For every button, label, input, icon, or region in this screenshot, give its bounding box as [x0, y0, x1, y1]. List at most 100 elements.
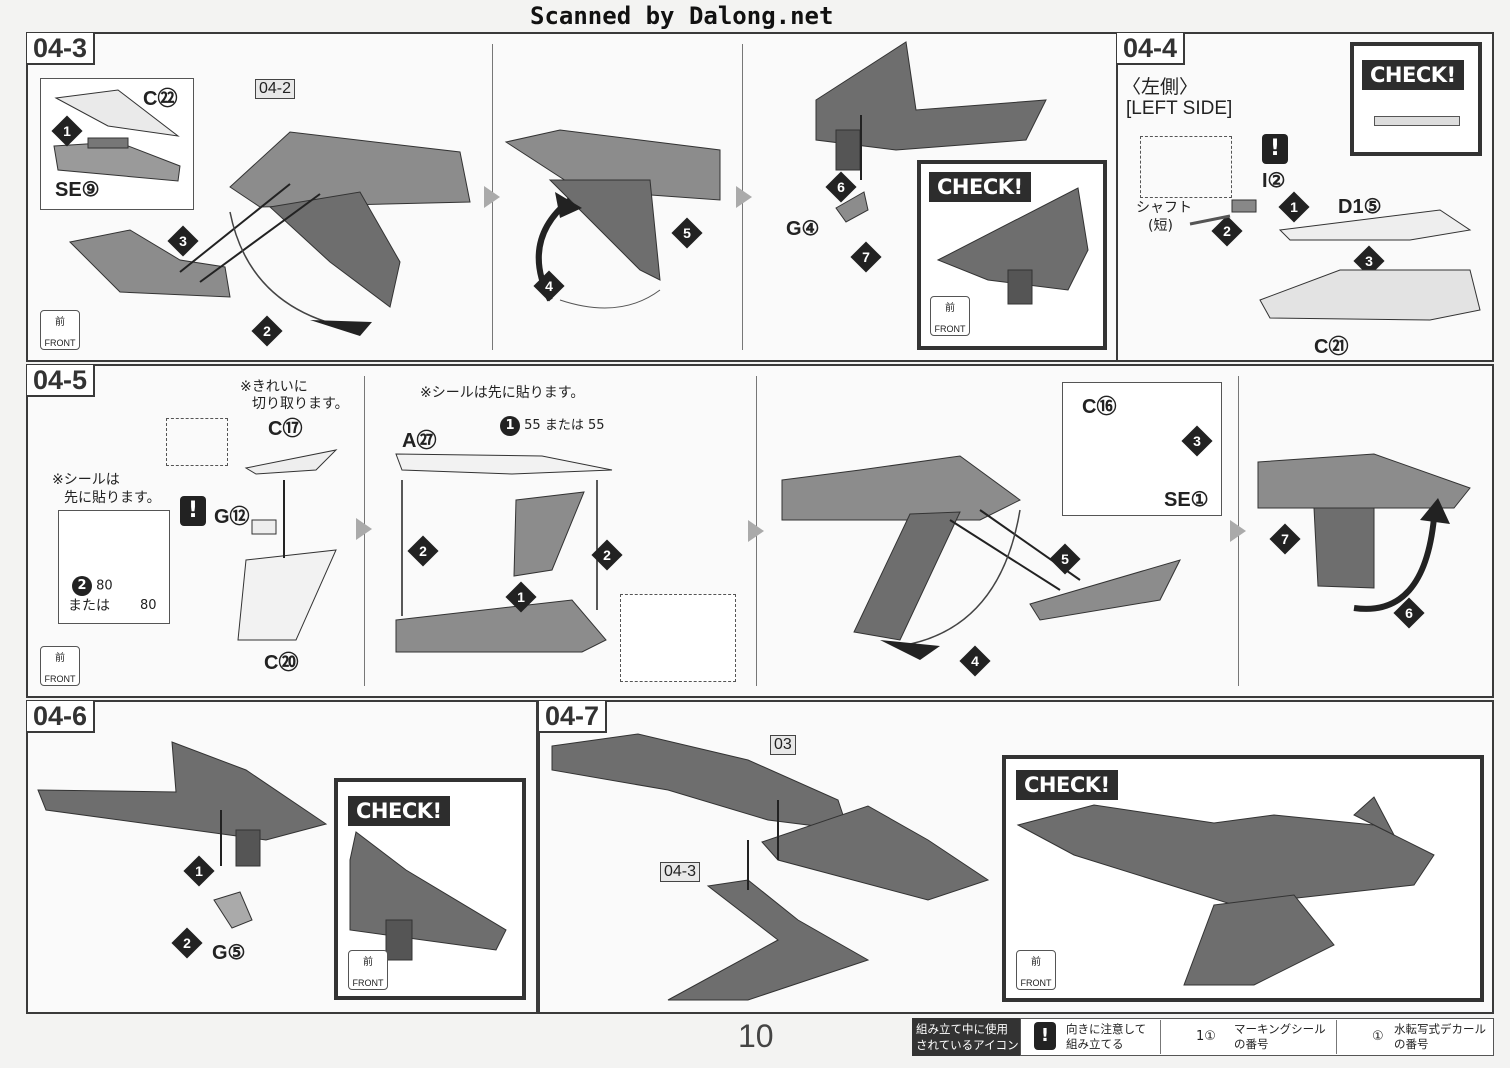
ref-tag-03: 03: [770, 735, 796, 755]
step-7: 7: [1269, 523, 1301, 555]
part-c17: C⑰: [268, 418, 303, 440]
fuselage-side-illustration: [1189, 199, 1481, 321]
step-1: 1: [183, 855, 215, 887]
check-badge: CHECK!: [929, 172, 1031, 202]
check-shaft-illustration: [1374, 116, 1460, 126]
divider: [1160, 1020, 1161, 1054]
divider: [1336, 1020, 1337, 1054]
sticker-ref-a: 2 80: [72, 576, 113, 596]
step-3: 3: [167, 225, 199, 257]
step-6: 6: [825, 171, 857, 203]
legend-marking-num: 1①: [1196, 1029, 1216, 1044]
legend-marking-2: の番号: [1234, 1037, 1269, 1051]
part-se9: SE⑨: [55, 179, 100, 201]
or-label: または: [68, 598, 110, 614]
part-se1: SE①: [1164, 489, 1209, 511]
seal-note-1: ※シールは: [52, 472, 120, 488]
tail-unit-illustration: [815, 41, 1047, 223]
seal-note-2: 先に貼ります。: [64, 490, 161, 506]
step-1: 1: [505, 581, 537, 613]
part-g12: G⑫: [214, 506, 250, 528]
section-label-04-4: 04-4: [1117, 33, 1186, 65]
detail-box: [620, 594, 736, 682]
caution-icon: !: [1262, 134, 1288, 164]
next-step-arrow: [356, 518, 372, 540]
sticker-ref-b: 80: [140, 598, 157, 613]
wing-bottom-illustration: [395, 453, 613, 653]
detail-box: [1140, 136, 1232, 198]
page-number: 10: [738, 1018, 774, 1054]
legend-caution-1: 向きに注意して: [1066, 1022, 1147, 1036]
legend-decal-1: 水転写式デカール: [1394, 1022, 1486, 1036]
legend-box: [1020, 1018, 1494, 1056]
wing-fold-illustration: [504, 129, 721, 309]
step-3: 3: [1181, 425, 1213, 457]
section-label-04-5: 04-5: [27, 365, 96, 397]
sticker-ref-c: 1 55 または 55: [500, 414, 605, 436]
cut-note-1: ※きれいに: [240, 379, 308, 395]
wing-panel-illustration: [237, 449, 338, 641]
scan-credit: Scanned by Dalong.net: [530, 2, 834, 30]
shaft-size-label: (短): [1148, 218, 1173, 234]
seal-first-note: ※シールは先に貼ります。: [420, 385, 585, 401]
side-label-en: [LEFT SIDE]: [1126, 98, 1233, 119]
section-label-04-3: 04-3: [27, 33, 96, 65]
part-a27: A㉗: [402, 430, 437, 452]
legend-title: 組み立て中に使用 されているアイコン: [912, 1018, 1020, 1056]
caution-icon: !: [180, 496, 206, 526]
section-label-04-6: 04-6: [27, 701, 96, 733]
body-assembly-illustration: [551, 733, 990, 1001]
step-5: 5: [671, 217, 703, 249]
check-illustration: [936, 187, 1089, 305]
ref-tag-04-2: 04-2: [255, 79, 296, 99]
part-g4: G④: [786, 218, 820, 240]
step-2: 2: [591, 539, 623, 571]
check-illustration: [1016, 796, 1435, 986]
step-2: 2: [171, 927, 203, 959]
callout-box: [58, 510, 170, 624]
step-5: 5: [1049, 543, 1081, 575]
check-illustration: [349, 831, 507, 961]
caution-icon: !: [1034, 1022, 1056, 1050]
detail-box: [166, 418, 228, 466]
part-c20: C⑳: [264, 652, 299, 674]
part-c16: C⑯: [1082, 396, 1117, 418]
part-g5: G⑤: [212, 942, 246, 964]
step-7: 7: [850, 241, 882, 273]
legend-marking-1: マーキングシール: [1234, 1022, 1326, 1036]
cut-note-2: 切り取ります。: [252, 396, 349, 412]
wing-assembly-illustration: [68, 131, 471, 336]
check-badge: CHECK!: [1016, 770, 1118, 800]
step-2: 2: [407, 535, 439, 567]
next-step-arrow: [484, 186, 500, 208]
step-4: 4: [959, 645, 991, 677]
side-label-jp: 〈左側〉: [1122, 76, 1199, 98]
next-step-arrow: [736, 186, 752, 208]
check-badge: CHECK!: [1362, 60, 1464, 90]
next-step-arrow: [1230, 520, 1246, 542]
legend-decal-2: の番号: [1394, 1037, 1429, 1051]
wing-part-illustration: [53, 89, 181, 182]
legend-decal-num: ①: [1372, 1029, 1384, 1044]
part-d15: D1⑤: [1338, 196, 1382, 218]
ref-tag-04-3: 04-3: [660, 862, 701, 882]
check-badge: CHECK!: [348, 796, 450, 826]
step-2: 2: [251, 315, 283, 347]
wing-unfold-illustration: [1257, 453, 1471, 612]
section-label-04-7: 04-7: [539, 701, 608, 733]
wing-fold-illustration: [781, 455, 1181, 660]
step-4: 4: [533, 270, 565, 302]
legend-caution-2: 組み立てる: [1066, 1037, 1124, 1051]
shaft-label: シャフト: [1136, 200, 1192, 216]
wing-unit-illustration: [37, 741, 328, 929]
step-6: 6: [1393, 597, 1425, 629]
part-c22: C㉒: [143, 88, 178, 110]
next-step-arrow: [748, 520, 764, 542]
part-i2: I②: [1262, 170, 1286, 192]
part-c21: C㉑: [1314, 336, 1349, 358]
